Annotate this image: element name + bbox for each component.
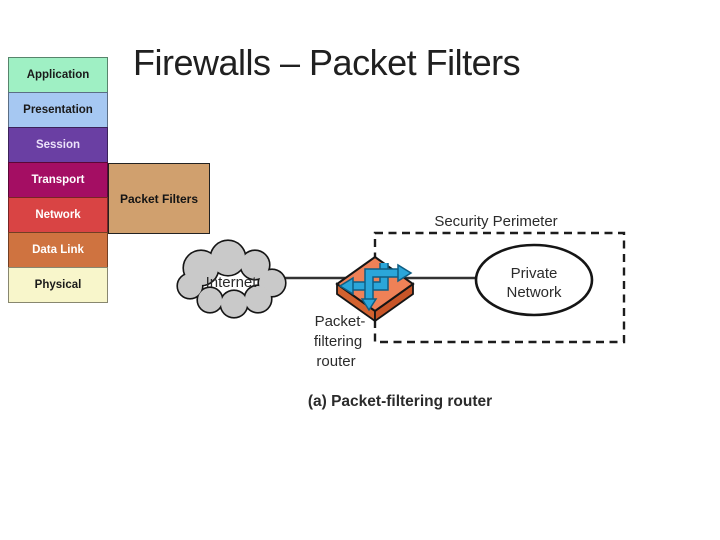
osi-layer-label: Physical <box>34 279 82 291</box>
osi-layer-label: Session <box>35 139 81 151</box>
network-diagram: Internet Private Network Security Pe <box>176 213 626 410</box>
osi-layer-network: Network <box>8 197 108 233</box>
osi-layer-data-link: Data Link <box>8 232 108 268</box>
slide-title: Firewalls – Packet Filters <box>133 42 521 83</box>
internet-cloud-icon: Internet <box>176 239 287 319</box>
router-label-line2: filtering <box>314 333 362 350</box>
osi-layer-label: Transport <box>31 174 85 186</box>
osi-layer-label: Data Link <box>32 244 84 256</box>
packet-filters-label: Packet Filters <box>119 191 199 206</box>
osi-layer-session: Session <box>8 127 108 163</box>
private-network-label-line1: Private <box>511 265 558 282</box>
osi-layer-physical: Physical <box>8 267 108 303</box>
osi-layer-label: Presentation <box>23 104 93 116</box>
router-label-line3: router <box>316 353 355 370</box>
osi-layer-label: Application <box>26 69 90 81</box>
router-label-line1: Packet- <box>315 313 366 330</box>
osi-layer-application: Application <box>8 57 108 93</box>
router-icon <box>335 255 415 323</box>
crossed-arrows-icon <box>338 263 413 312</box>
osi-layer-transport: Transport <box>8 162 108 198</box>
packet-filters-box: Packet Filters <box>108 163 210 234</box>
security-perimeter-label: Security Perimeter <box>434 213 557 230</box>
internet-label: Internet <box>206 274 258 291</box>
private-network-ellipse <box>474 243 594 317</box>
router-label: Packet- filtering router <box>314 313 366 370</box>
osi-layer-label: Network <box>35 209 81 221</box>
osi-layer-stack: Application Presentation Session Transpo… <box>8 57 108 303</box>
osi-layer-presentation: Presentation <box>8 92 108 128</box>
private-network-label-line2: Network <box>506 284 562 301</box>
figure-caption: (a) Packet-filtering router <box>308 393 492 410</box>
private-network-node: Private Network <box>474 243 594 317</box>
